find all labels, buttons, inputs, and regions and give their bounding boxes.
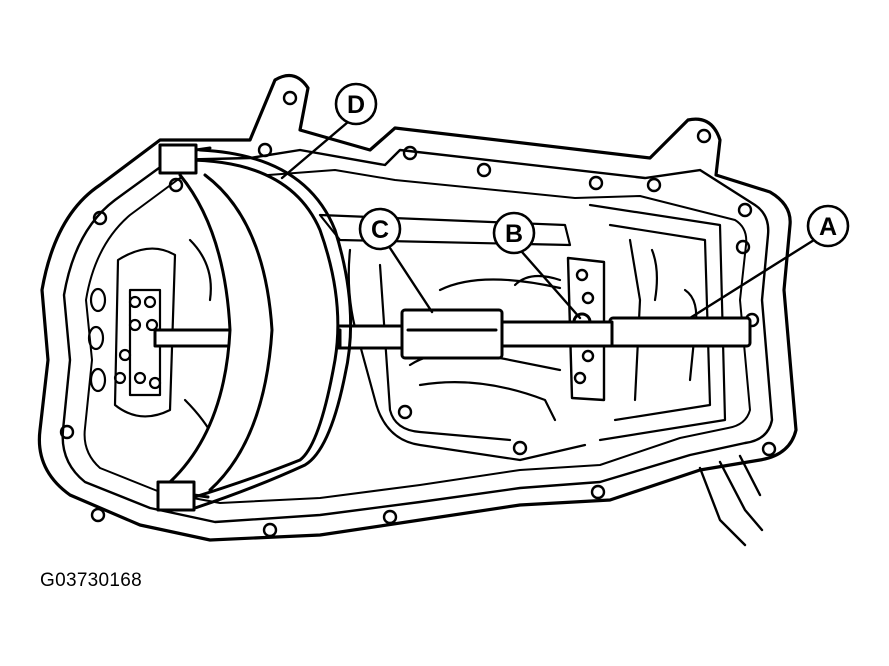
- leader-line-a: [688, 238, 816, 320]
- callout-a-circle: [806, 204, 850, 248]
- callout-a-label: A: [819, 213, 837, 241]
- callout-d-label: D: [347, 91, 365, 119]
- leader-line-c: [388, 246, 434, 314]
- leader-lines: [280, 120, 816, 320]
- callout-a: A: [806, 204, 850, 248]
- callout-b-circle: [492, 211, 536, 255]
- callout-d: D: [334, 82, 378, 126]
- left-end-structure: [87, 238, 217, 442]
- leader-line-b: [520, 250, 582, 320]
- lower-right-flange: [698, 454, 764, 547]
- callout-b: B: [492, 211, 536, 255]
- callout-b-label: B: [505, 220, 523, 248]
- housing-outline: [37, 73, 798, 542]
- callout-c-label: C: [371, 216, 389, 244]
- curved-shield-d: [156, 143, 353, 512]
- callout-c: C: [358, 207, 402, 251]
- figure-code: G03730168: [40, 570, 143, 591]
- clamp-c: [400, 308, 504, 360]
- bolt-holes: [59, 90, 777, 538]
- callout-c-circle: [358, 207, 402, 251]
- leader-line-d: [280, 120, 350, 180]
- callout-d-circle: [334, 82, 378, 126]
